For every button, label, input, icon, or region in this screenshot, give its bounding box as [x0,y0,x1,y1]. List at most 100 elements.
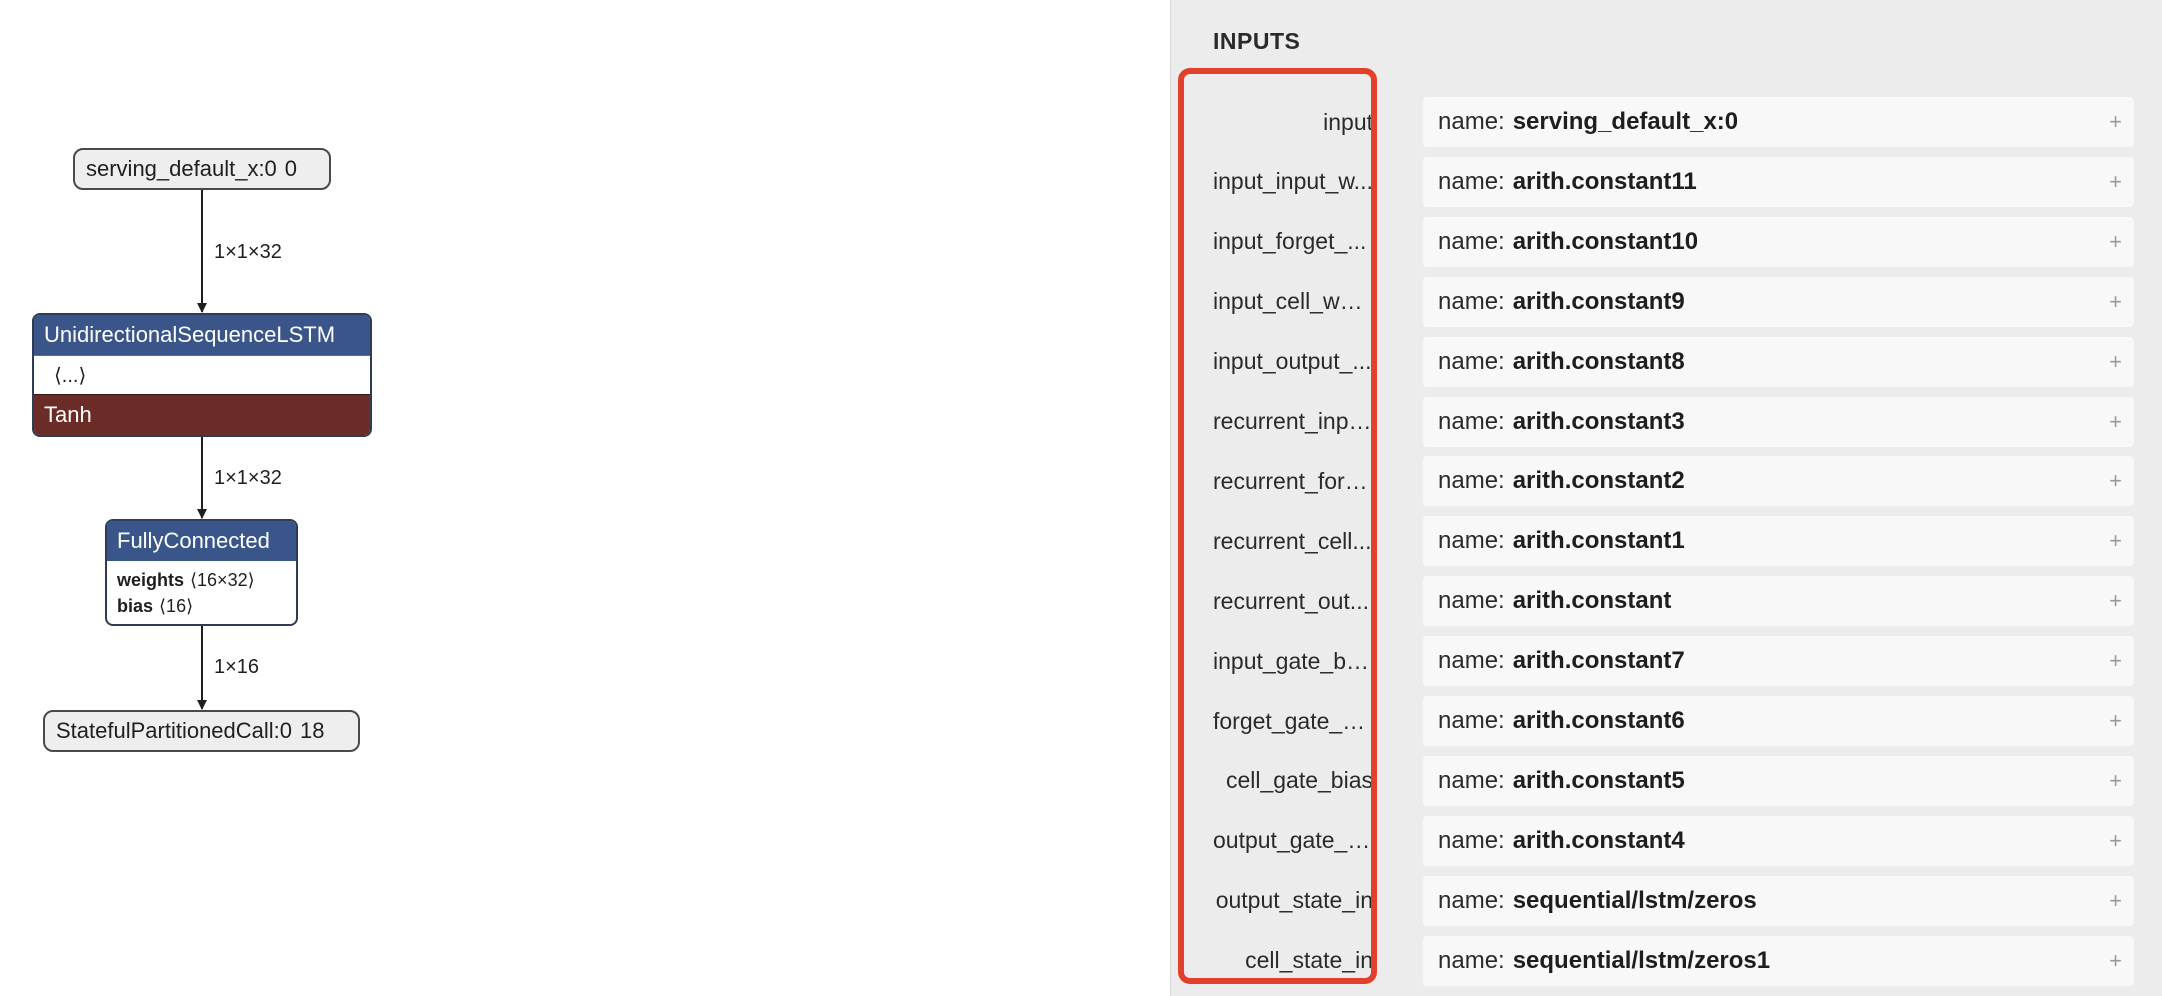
edge-label-2: 1×1×32 [214,467,282,489]
input-row-label-text: recurrent_forg... [1213,467,1373,494]
tensor-name: arith.constant7 [1512,647,1685,675]
name-key: name: [1438,766,1505,794]
graph-output-index: 18 [300,718,325,743]
input-row-value[interactable]: name:arith.constant8+ [1423,336,2134,387]
input-row-label: recurrent_forg... [1213,456,1373,506]
expand-plus-icon[interactable]: + [2109,528,2122,554]
expand-plus-icon[interactable]: + [2109,887,2122,913]
input-row: forget_gate_bi... name: arith.constant6 + [1171,696,2162,746]
input-row: input_forget_...name:arith.constant10+ [1171,216,2162,267]
input-row-label-text: input [1323,108,1373,135]
fully-connected-node[interactable]: FullyConnected weights⟨16×32⟩ bias⟨16⟩ [105,519,298,626]
input-row-value[interactable]: name:arith.constant9+ [1423,276,2134,327]
tensor-name: arith.constant5 [1512,766,1685,794]
graph-input-index: 0 [284,156,298,181]
input-row-value[interactable]: name:arith.constant5 + [1423,755,2134,806]
input-row-label-text: forget_gate_bi... [1213,707,1373,734]
expand-plus-icon[interactable]: + [2109,947,2122,973]
fully-connected-title: FullyConnected [107,521,296,561]
graph-output-name: StatefulPartitionedCall:0 [56,718,293,743]
input-row-label: forget_gate_bi... [1213,696,1373,746]
expand-plus-icon[interactable]: + [2109,168,2122,194]
tensor-name: sequential/lstm/zeros1 [1512,946,1771,974]
graph-output-node[interactable]: StatefulPartitionedCall:0 18 [43,710,360,752]
expand-plus-icon[interactable]: + [2109,708,2122,733]
name-key: name: [1438,826,1505,854]
graph-canvas[interactable]: serving_default_x:0 0 1×1×32 Unidirectio… [0,0,1170,996]
input-row-label-text: cell_state_in [1245,947,1373,974]
tensor-name: sequential/lstm/zeros [1512,886,1757,914]
tensor-name: arith.constant6 [1512,707,1685,734]
fully-connected-params: weights⟨16×32⟩ bias⟨16⟩ [107,561,296,624]
name-key: name: [1438,467,1505,495]
lstm-node-title: UnidirectionalSequenceLSTM [34,315,370,355]
expand-plus-icon[interactable]: + [2109,468,2122,494]
input-row: input name: serving_default_x:0 + [1171,97,2162,147]
bias-shape: ⟨16⟩ [159,596,194,616]
expand-plus-icon[interactable]: + [2109,827,2122,853]
input-row-label: input_cell_wei... [1213,277,1373,327]
tensor-name: serving_default_x:0 [1512,108,1739,135]
input-row-value[interactable]: name:sequential/lstm/zeros + [1423,875,2134,926]
bias-label: bias [117,596,154,616]
input-row-value[interactable]: name:arith.constant11+ [1423,156,2134,207]
input-row-label-text: cell_gate_bias [1225,767,1373,794]
expand-plus-icon[interactable]: + [2109,408,2122,434]
input-row-label: input_gate_bias [1213,636,1373,686]
input-row-value[interactable]: name: serving_default_x:0 + [1423,97,2134,147]
input-row-label: cell_gate_bias [1213,756,1373,806]
input-row-value[interactable]: name:arith.constant4+ [1423,815,2134,866]
input-row-value[interactable]: name: arith.constant6 + [1423,696,2134,746]
lstm-node-activation[interactable]: Tanh [34,394,370,435]
edge-label-1: 1×1×32 [214,241,282,263]
input-row-value[interactable]: name:arith.constant2+ [1423,456,2134,507]
input-row-value[interactable]: name:arith.constant1+ [1423,516,2134,567]
weights-shape: ⟨16×32⟩ [190,570,255,590]
expand-plus-icon[interactable]: + [2109,109,2122,134]
input-row: recurrent_out... name:arith.constant+ [1171,576,2162,627]
input-row-label-text: recurrent_inpu... [1213,408,1373,434]
input-row-label-text: input_input_w... [1213,168,1373,195]
input-row: output_gate_b...name:arith.constant4+ [1171,815,2162,866]
tensor-name: arith.constant1 [1512,527,1685,555]
expand-plus-icon[interactable]: + [2109,228,2122,254]
tensor-name: arith.constant3 [1512,407,1685,435]
tensor-name: arith.constant11 [1512,167,1697,195]
input-row-label-text: input_output_... [1213,348,1372,375]
name-key: name: [1438,886,1505,914]
input-row-label: input_input_w... [1213,157,1373,207]
input-row-label: cell_state_in [1213,936,1373,986]
weights-label: weights [117,570,185,590]
tensor-name: arith.constant8 [1512,347,1685,375]
input-row-value[interactable]: name:arith.constant10+ [1423,216,2134,267]
graph-input-node[interactable]: serving_default_x:0 0 [73,148,331,190]
input-row-value[interactable]: name:sequential/lstm/zeros1+ [1423,935,2134,986]
expand-plus-icon[interactable]: + [2109,588,2122,614]
expand-plus-icon[interactable]: + [2109,648,2122,674]
expand-plus-icon[interactable]: + [2109,348,2122,374]
bias-param[interactable]: bias⟨16⟩ [117,593,286,619]
input-row-value[interactable]: name:arith.constant7+ [1423,636,2134,687]
input-row-value[interactable]: name:arith.constant+ [1423,576,2134,627]
expand-plus-icon[interactable]: + [2109,288,2122,314]
weights-param[interactable]: weights⟨16×32⟩ [117,567,286,593]
input-row-value[interactable]: name:arith.constant3 + [1423,396,2134,447]
input-row-label: input_output_... [1213,337,1373,387]
input-row-label-text: input_forget_... [1213,228,1367,255]
tensor-name: arith.constant10 [1512,227,1699,255]
name-key: name: [1438,707,1505,734]
input-row: cell_gate_bias name:arith.constant5 + [1171,755,2162,806]
input-row-label: recurrent_cell... [1213,516,1373,566]
lstm-node[interactable]: UnidirectionalSequenceLSTM ⟨...⟩ Tanh [32,313,372,437]
expand-plus-icon[interactable]: + [2109,767,2122,793]
input-row-label-text: recurrent_out... [1213,587,1369,614]
input-row: input_cell_wei... name:arith.constant9+ [1171,276,2162,327]
lstm-node-attributes[interactable]: ⟨...⟩ [34,355,370,394]
edge-label-3: 1×16 [214,656,260,678]
name-key: name: [1438,407,1505,435]
name-key: name: [1438,108,1505,135]
input-row: input_output_...name:arith.constant8+ [1171,336,2162,387]
